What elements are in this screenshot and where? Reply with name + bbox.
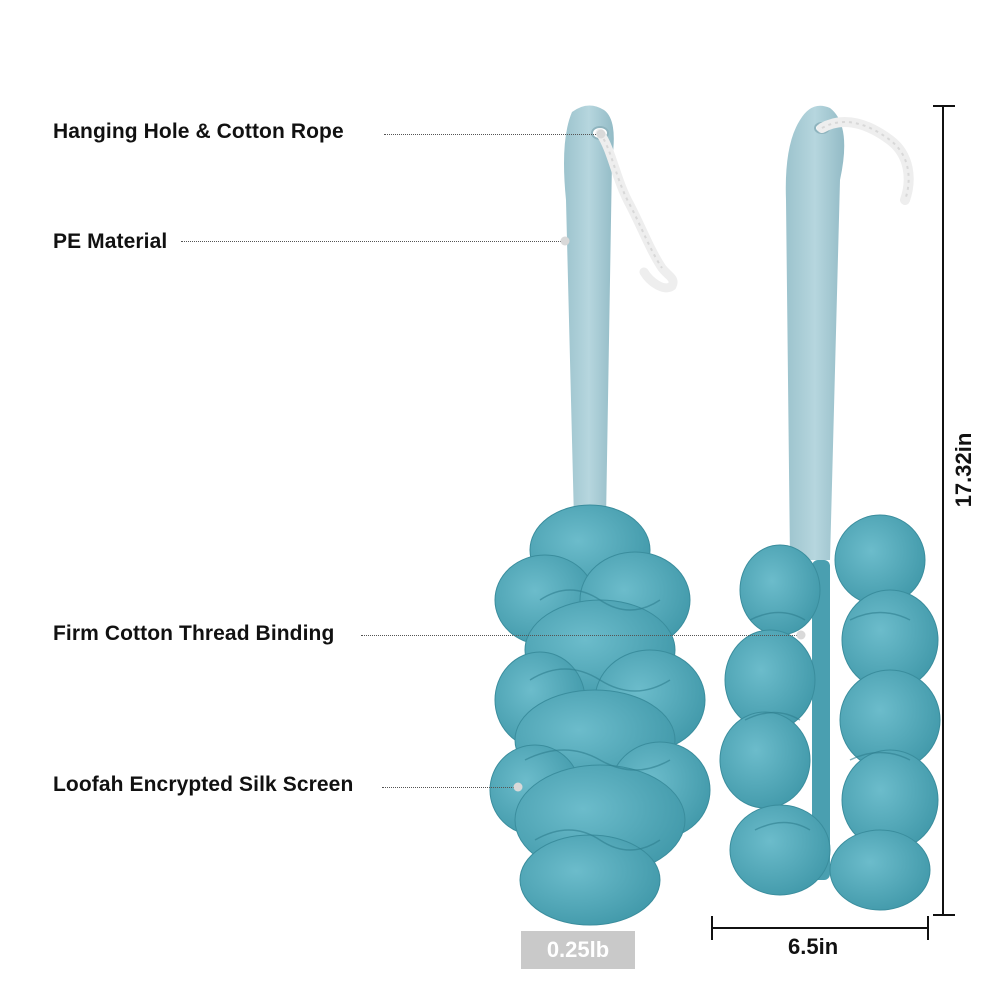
right-handle: [785, 105, 845, 560]
left-loofah: [489, 504, 711, 926]
left-handle: [564, 105, 614, 521]
height-dimension-line: [933, 105, 955, 916]
left-brush: [489, 105, 711, 926]
callout-binding-dot: [796, 630, 806, 640]
weight-badge: 0.25lb: [521, 931, 635, 969]
callout-silk-screen-leader: [382, 787, 514, 788]
right-brush: [719, 105, 941, 911]
callout-silk-screen-label: Loofah Encrypted Silk Screen: [53, 773, 354, 796]
callout-pe-material-dot: [560, 236, 570, 246]
width-dimension-line: [711, 916, 929, 940]
width-label: 6.5in: [788, 934, 839, 959]
right-loofah: [719, 514, 941, 911]
callout-binding-leader: [361, 635, 797, 636]
callout-hanging-hole-leader: [384, 134, 598, 135]
callout-pe-material-label: PE Material: [53, 230, 168, 253]
height-label: 17.32in: [951, 432, 976, 508]
callout-binding-label: Firm Cotton Thread Binding: [53, 622, 335, 645]
callout-silk-screen-dot: [513, 782, 523, 792]
callout-hanging-hole-label: Hanging Hole & Cotton Rope: [53, 120, 344, 143]
callout-pe-material-leader: [181, 241, 561, 242]
callout-hanging-hole-dot: [596, 129, 606, 139]
